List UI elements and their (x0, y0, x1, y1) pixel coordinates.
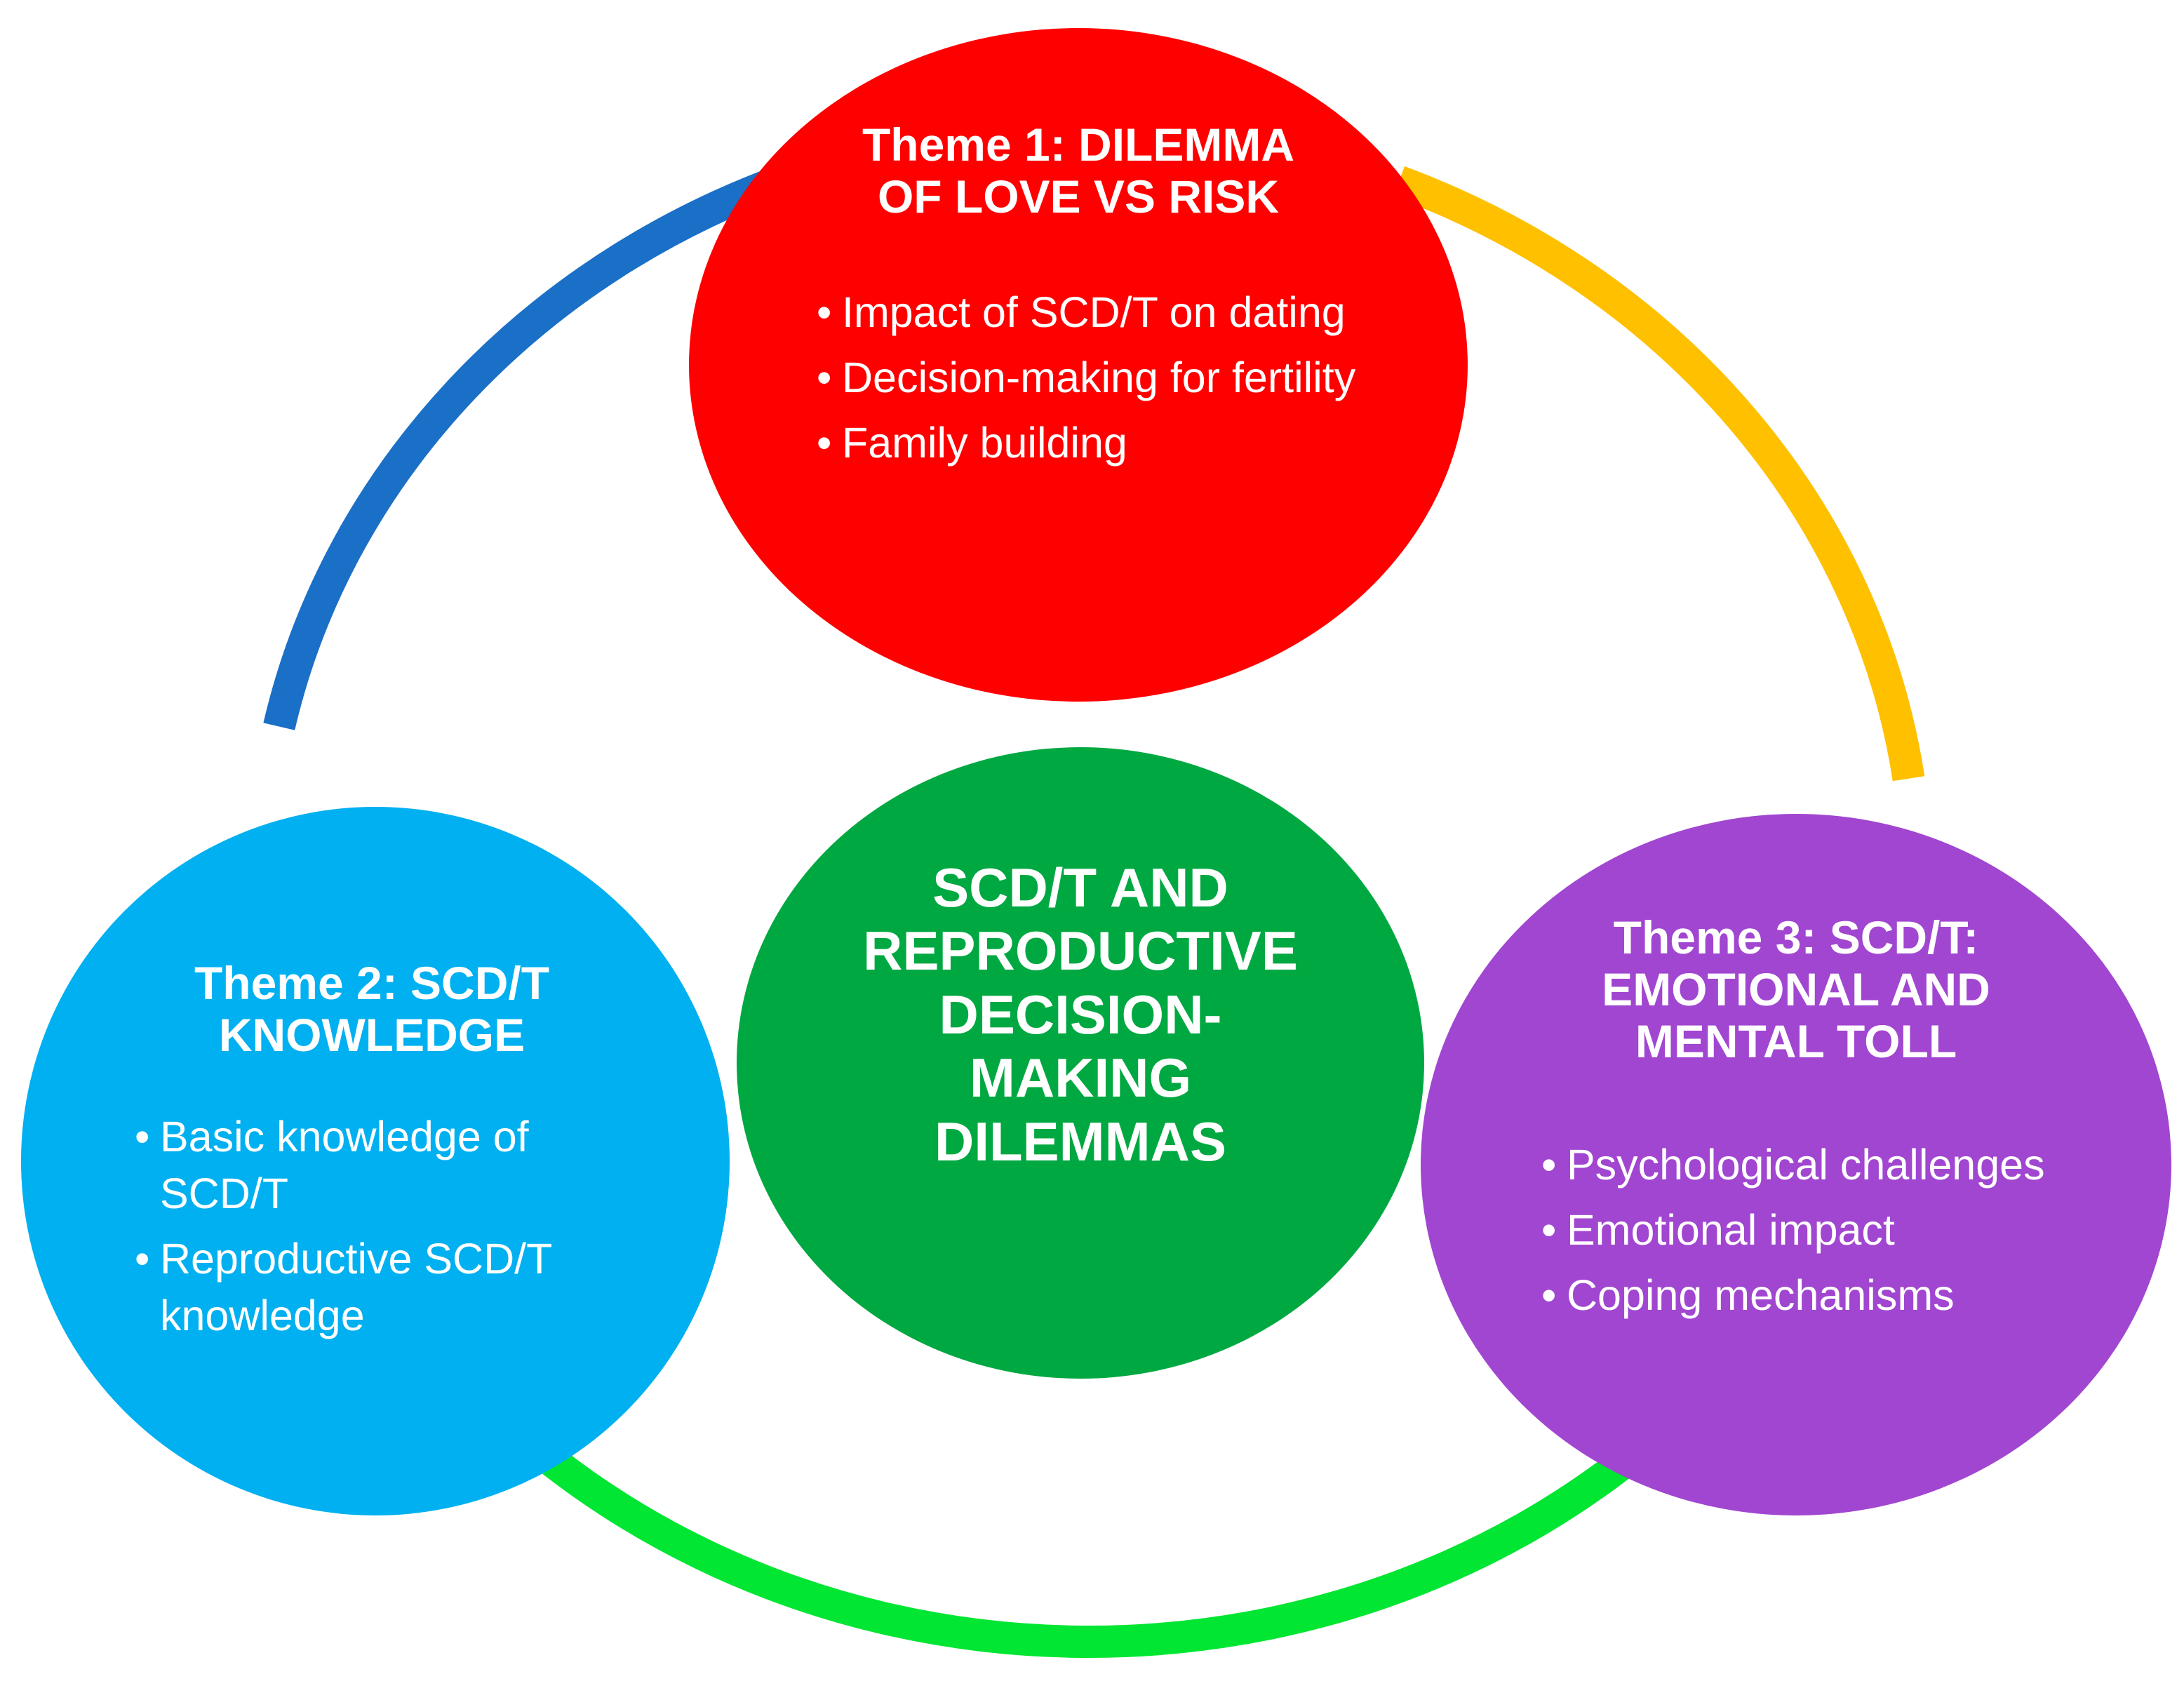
theme-1-title-line-1: Theme 1: DILEMMA (862, 119, 1295, 170)
theme-1-title-line-2: OF LOVE VS RISK (877, 170, 1280, 222)
arc-green-bottom (424, 1339, 1735, 1658)
center-title-line-2: REPRODUCTIVE (863, 920, 1298, 982)
theme-3-bullet-list: Psychological challenges Emotional impac… (1540, 1137, 2101, 1332)
center-circle: SCD/T AND REPRODUCTIVE DECISION- MAKING … (737, 747, 1424, 1379)
center-title-line-1: SCD/T AND (932, 857, 1228, 918)
theme-2-bullet: Basic knowledge of SCD/T (133, 1109, 666, 1222)
arc-yellow-top-right (1393, 166, 1925, 782)
arc-blue-top-left (263, 156, 811, 730)
theme-3-bullet: Emotional impact (1540, 1202, 2101, 1259)
center-title: SCD/T AND REPRODUCTIVE DECISION- MAKING … (793, 856, 1368, 1173)
theme-3-title-line-3: MENTAL TOLL (1635, 1015, 1957, 1067)
theme-2-circle: Theme 2: SCD/T KNOWLEDGE Basic knowledge… (21, 807, 730, 1515)
center-title-line-5: DILEMMAS (934, 1110, 1226, 1172)
theme-2-title-line-1: Theme 2: SCD/T (194, 957, 550, 1009)
theme-3-title-line-1: Theme 3: SCD/T: (1613, 911, 1979, 963)
theme-2-bullet-list: Basic knowledge of SCD/T Reproductive SC… (133, 1109, 666, 1353)
theme-1-bullet: Family building (815, 415, 1376, 471)
theme-1-bullet-list: Impact of SCD/T on dating Decision-makin… (815, 284, 1376, 480)
theme-1-bullet: Decision-making for fertility (815, 349, 1376, 406)
theme-3-title-line-2: EMOTIONAL AND (1602, 963, 1990, 1015)
center-title-line-4: MAKING (969, 1047, 1192, 1109)
center-title-line-3: DECISION- (939, 983, 1222, 1045)
theme-2-bullet: Reproductive SCD/T knowledge (133, 1231, 666, 1344)
theme-1-title: Theme 1: DILEMMA OF LOVE VS RISK (773, 119, 1384, 223)
theme-3-bullet: Coping mechanisms (1540, 1267, 2101, 1324)
theme-3-title: Theme 3: SCD/T: EMOTIONAL AND MENTAL TOL… (1512, 911, 2080, 1068)
theme-1-circle: Theme 1: DILEMMA OF LOVE VS RISK Impact … (689, 28, 1468, 702)
theme-2-title: Theme 2: SCD/T KNOWLEDGE (98, 957, 645, 1062)
theme-1-bullet: Impact of SCD/T on dating (815, 284, 1376, 341)
theme-3-circle: Theme 3: SCD/T: EMOTIONAL AND MENTAL TOL… (1421, 814, 2171, 1515)
theme-3-bullet: Psychological challenges (1540, 1137, 2101, 1193)
theme-2-title-line-2: KNOWLEDGE (218, 1008, 525, 1061)
